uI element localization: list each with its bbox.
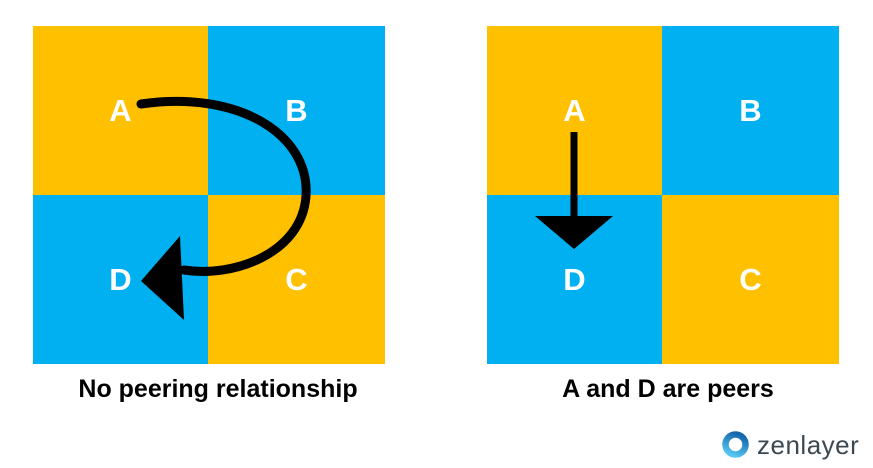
cell-b-label: B: [285, 93, 308, 128]
cell-a: A: [33, 26, 208, 195]
caption-peers: A and D are peers: [562, 375, 774, 403]
cell-b-label: B: [739, 93, 762, 128]
cell-d: D: [487, 195, 662, 364]
cell-c-label: C: [285, 262, 308, 297]
cell-d-label: D: [109, 262, 132, 297]
cell-c: C: [208, 195, 385, 364]
zenlayer-ring-icon: [722, 431, 749, 458]
cell-b: B: [662, 26, 839, 195]
cell-a: A: [487, 26, 662, 195]
grid-peers: A B D C: [487, 26, 839, 364]
zenlayer-wordmark: zenlayer: [757, 429, 860, 460]
cell-a-label: A: [563, 93, 586, 128]
grid-no-peering: A B D C: [33, 26, 385, 364]
zenlayer-logo: zenlayer: [722, 429, 859, 460]
cell-a-label: A: [109, 93, 132, 128]
cell-d-label: D: [563, 262, 586, 297]
caption-no-peering: No peering relationship: [78, 375, 358, 403]
cell-d: D: [33, 195, 208, 364]
cell-c: C: [662, 195, 839, 364]
cell-c-label: C: [739, 262, 762, 297]
cell-b: B: [208, 26, 385, 195]
